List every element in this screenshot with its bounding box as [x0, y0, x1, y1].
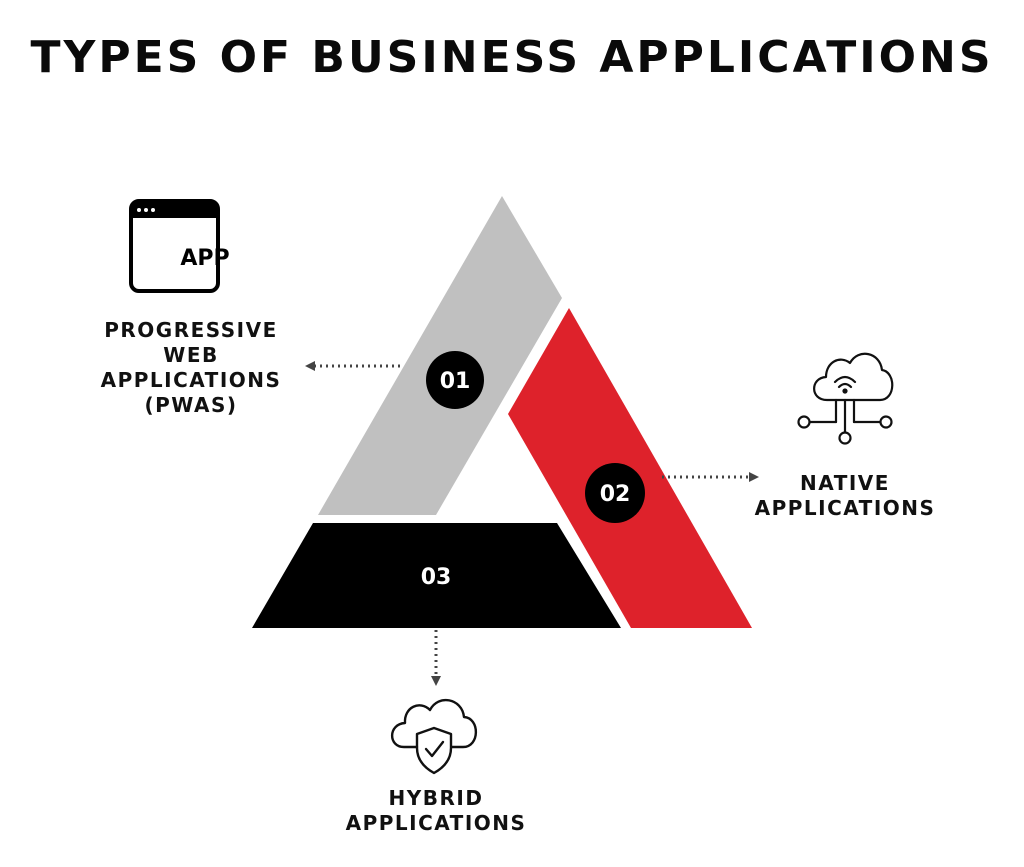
badge-03-number: 03 [421, 565, 452, 590]
badge-02: 02 [585, 463, 645, 523]
cloud-shield-icon [390, 698, 478, 775]
cloud-network-icon [797, 352, 894, 445]
label-progressive-web-applications: PROGRESSIVE WEB APPLICATIONS (PWAS) [100, 318, 282, 417]
badge-02-number: 02 [600, 482, 631, 507]
label-hybrid-applications: HYBRID APPLICATIONS [345, 786, 527, 835]
app-window-icon: APP [129, 199, 230, 293]
segment-03-shape [252, 523, 621, 628]
badge-01-number: 01 [440, 369, 471, 394]
label-native-applications: NATIVE APPLICATIONS [754, 471, 936, 520]
app-icon-text: APP [180, 246, 229, 271]
badge-01: 01 [426, 351, 484, 409]
page-title: TYPES OF BUSINESS APPLICATIONS [30, 32, 994, 83]
